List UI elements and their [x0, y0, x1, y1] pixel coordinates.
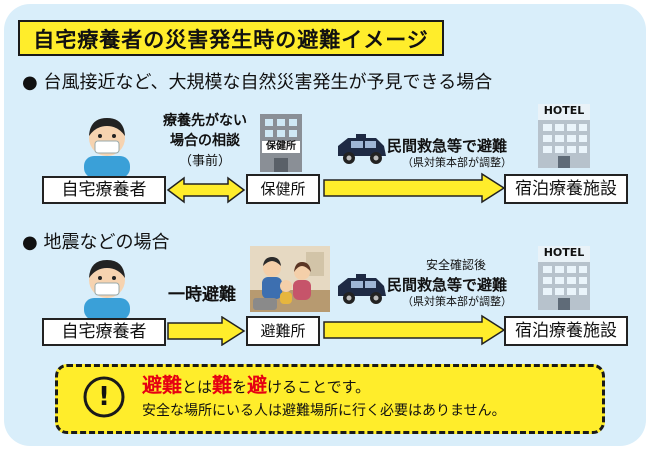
- patient-with-mask-icon: [84, 118, 130, 176]
- transport-note-1: （県対策本部が調整）: [402, 156, 512, 169]
- patient-box-1: 自宅療養者: [42, 176, 166, 204]
- patient-with-mask-icon: [84, 260, 130, 318]
- note-text-3: けることです。: [267, 378, 371, 396]
- patient-box-2: 自宅療養者: [42, 318, 166, 346]
- note-word-nan: 難: [212, 373, 233, 397]
- exclamation-mark: !: [98, 382, 110, 412]
- note-word-hinan: 避難: [142, 373, 182, 397]
- bullet-icon: ●: [22, 232, 38, 253]
- page-title: 自宅療養者の災害発生時の避難イメージ: [18, 20, 444, 56]
- note-line2: 安全な場所にいる人は避難場所に行く必要はありません。: [142, 403, 506, 419]
- note-text-1: とは: [182, 378, 213, 396]
- arrow-to-shelter: [167, 316, 246, 346]
- transport-note-2: （県対策本部が調整）: [402, 295, 512, 308]
- hotel-sign-2: HOTEL: [543, 246, 585, 259]
- note-line1: 避難とは難を避けることです。: [142, 372, 370, 400]
- health-center-sign: 保健所: [266, 141, 296, 152]
- section1-heading: 台風接近など、大規模な自然災害発生が予見できる場合: [43, 72, 493, 93]
- consult-double-arrow: [166, 176, 246, 204]
- hotel-sign-1: HOTEL: [543, 104, 585, 117]
- ambulance-vehicle-icon: [338, 134, 386, 164]
- shelter-people-illustration: [250, 246, 330, 312]
- consult-label-line1: 療養先がない: [163, 113, 247, 129]
- facility-box-2: 宿泊療養施設: [504, 316, 628, 346]
- hotel-building-icon: [538, 104, 590, 168]
- transport-label-2: 民間救急等で避難: [387, 276, 508, 294]
- health-center-box: 保健所: [246, 174, 320, 204]
- note-word-sake: 避: [247, 373, 268, 397]
- health-center-building-icon: [260, 114, 302, 172]
- consult-label-line2: 場合の相談: [170, 133, 240, 149]
- section1-heading-row: ● 台風接近など、大規模な自然災害発生が予見できる場合: [22, 68, 492, 94]
- note-text-2: を: [232, 378, 248, 396]
- shelter-box: 避難所: [246, 316, 320, 346]
- arrow-to-facility-1: [323, 172, 506, 204]
- bullet-icon: ●: [22, 72, 38, 93]
- section2-heading-row: ● 地震などの場合: [22, 228, 169, 254]
- transport-label-1: 民間救急等で避難: [387, 137, 508, 155]
- section2-heading: 地震などの場合: [43, 232, 170, 253]
- safety-check-label: 安全確認後: [426, 258, 487, 272]
- ambulance-vehicle-icon: [338, 274, 386, 304]
- hotel-building-icon: [538, 246, 590, 310]
- facility-box-1: 宿泊療養施設: [504, 174, 628, 204]
- arrow-to-facility-2: [323, 314, 506, 346]
- exclamation-icon: [83, 376, 125, 418]
- consult-label-line3: （事前）: [178, 154, 231, 169]
- note-box: [55, 364, 605, 434]
- temporary-evacuation-label: 一時避難: [168, 285, 236, 305]
